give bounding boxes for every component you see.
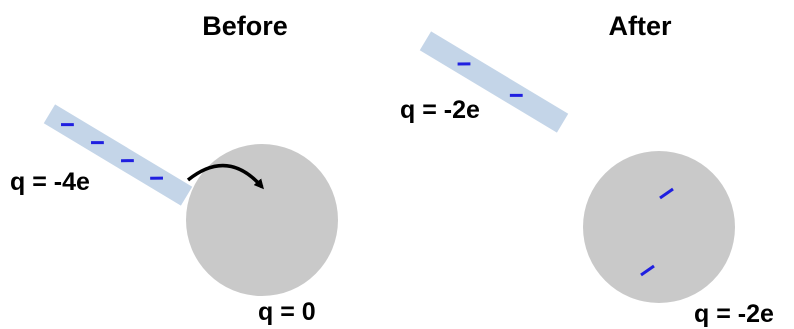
after-panel: After q = -2e q = -2e bbox=[400, 11, 774, 328]
after-sphere bbox=[583, 151, 735, 303]
before-rod-charge bbox=[61, 123, 74, 127]
before-sphere-charge-label: q = 0 bbox=[258, 298, 316, 326]
curved-arrow-icon bbox=[186, 164, 264, 190]
after-rod-body bbox=[419, 31, 569, 133]
after-rod bbox=[419, 31, 569, 133]
after-sphere-charge bbox=[640, 264, 655, 277]
after-rod-charge bbox=[457, 62, 471, 66]
after-rod-charge-label: q = -2e bbox=[400, 96, 480, 124]
before-rod-charge bbox=[121, 159, 134, 163]
before-rod-charge bbox=[150, 176, 163, 180]
before-rod bbox=[43, 104, 193, 206]
before-rod-charge-label: q = -4e bbox=[10, 168, 90, 196]
after-sphere-charge bbox=[659, 187, 674, 200]
before-rod-body bbox=[43, 104, 193, 206]
after-rod-charge bbox=[509, 93, 523, 97]
after-title: After bbox=[608, 11, 671, 41]
before-rod-charge bbox=[91, 141, 104, 145]
before-sphere bbox=[186, 144, 338, 296]
before-panel: Before q = -4e q = 0 bbox=[10, 11, 338, 326]
before-title: Before bbox=[202, 11, 288, 41]
after-sphere-charge-label: q = -2e bbox=[694, 300, 774, 328]
